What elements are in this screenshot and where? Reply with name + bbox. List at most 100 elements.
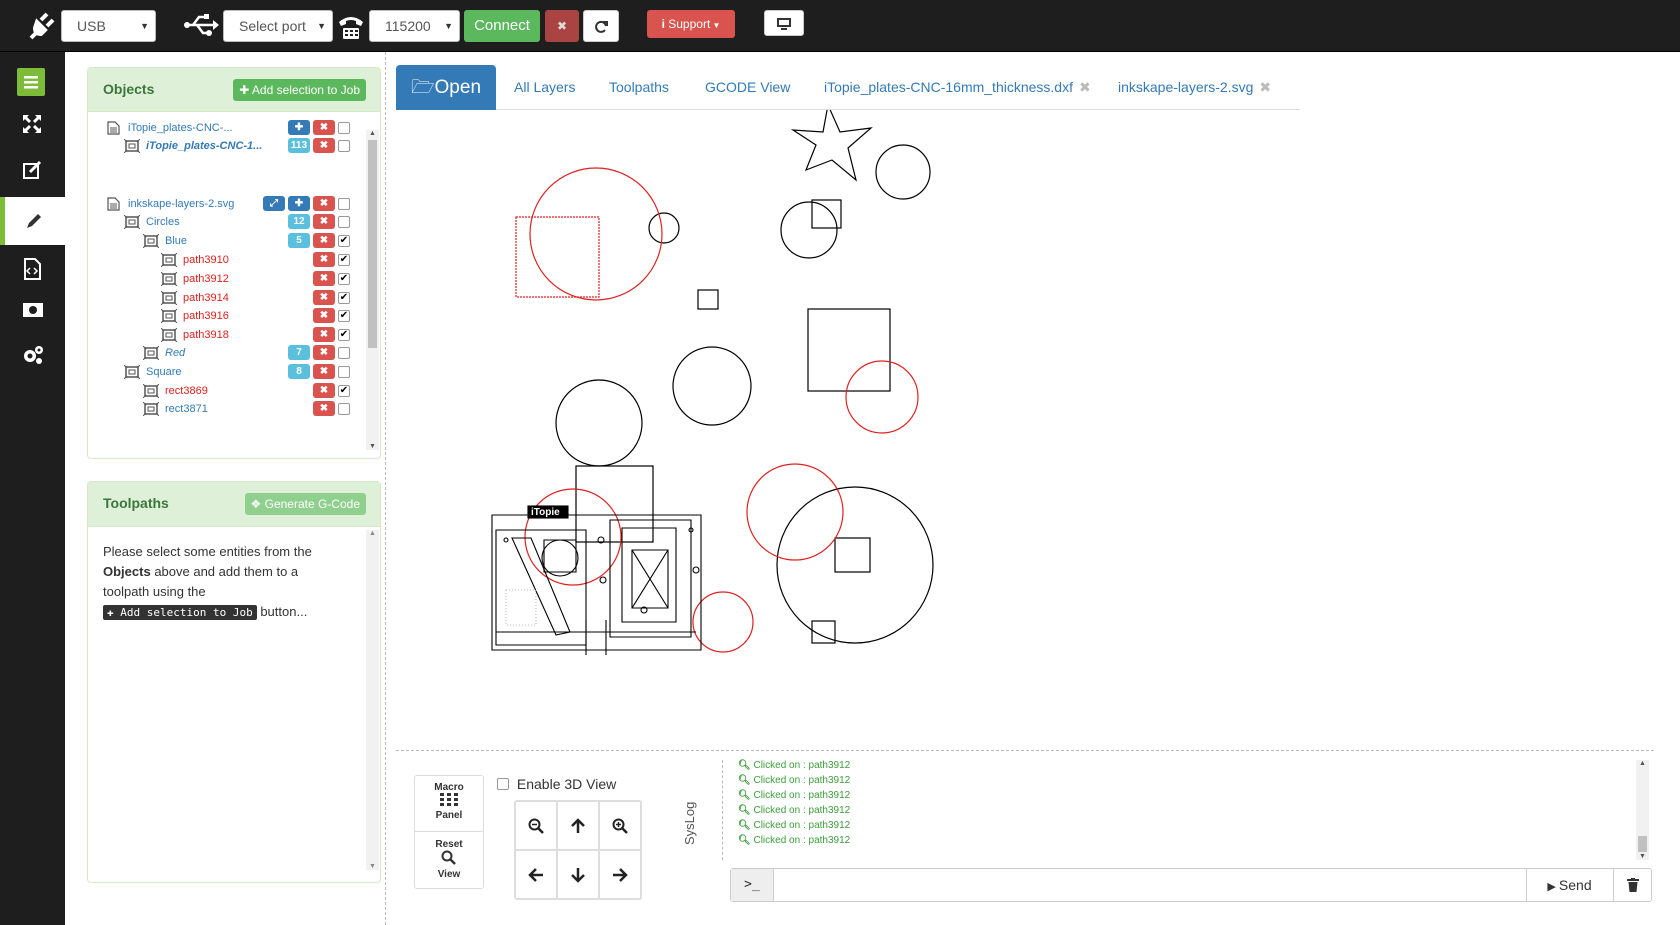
enable-3d-checkbox[interactable] [497,778,509,790]
square-shape[interactable] [807,308,891,392]
scroll-down-icon[interactable]: ▼ [1639,853,1646,860]
nav-menu[interactable] [0,60,65,104]
tree-row[interactable]: path3918✖✔ [88,325,365,345]
delete-icon[interactable]: ✖ [313,233,335,248]
support-button[interactable]: i Support ▼ [647,10,735,38]
tree-row[interactable]: rect3869✖✔ [88,381,365,401]
select-checkbox[interactable] [338,403,350,415]
delete-icon[interactable]: ✖ [313,401,335,416]
tree-row[interactable]: path3912✖✔ [88,269,365,289]
delete-icon[interactable]: ✖ [313,345,335,360]
star-shape[interactable] [790,110,873,182]
baud-select[interactable]: 115200▼ [369,10,460,42]
scroll-up-icon[interactable]: ▲ [1639,760,1646,767]
delete-icon[interactable]: ✖ [313,290,335,305]
delete-icon[interactable]: ✖ [313,308,335,323]
scroll-down-icon[interactable]: ▼ [369,863,376,870]
tree-row[interactable]: path3916✖✔ [88,306,365,326]
tree-row[interactable]: path3910✖✔ [88,250,365,270]
delete-icon[interactable]: ✖ [313,383,335,398]
circle-shape[interactable] [875,144,931,200]
select-checkbox[interactable] [338,366,350,378]
command-input[interactable] [775,869,1525,901]
circle-shape[interactable] [672,346,752,426]
monitor-button[interactable] [764,10,804,36]
nav-settings[interactable] [0,332,65,376]
move-icon[interactable]: ✚ [288,120,310,135]
close-icon[interactable]: ✖ [1259,79,1272,95]
refresh-button[interactable] [583,10,619,42]
nav-gcode-file[interactable] [0,246,65,290]
select-checkbox[interactable]: ✔ [338,254,350,266]
move-icon[interactable]: ✚ [288,196,310,211]
red-circle-shape[interactable] [692,591,754,653]
nav-edit[interactable] [0,148,65,192]
select-checkbox[interactable] [338,347,350,359]
red-circle-shape[interactable] [529,167,663,301]
disconnect-button[interactable]: ✖ [545,10,579,42]
circle-shape[interactable] [555,379,643,467]
tab-file-svg[interactable]: inkskape-layers-2.svg✖ [1118,79,1271,96]
macro-panel-button[interactable]: Macro Panel [415,776,483,832]
tab-all-layers[interactable]: All Layers [514,79,576,95]
select-checkbox[interactable]: ✔ [338,273,350,285]
select-checkbox[interactable]: ✔ [338,329,350,341]
expand-icon[interactable]: ⤢ [263,196,285,211]
select-checkbox[interactable] [338,140,350,152]
delete-icon[interactable]: ✖ [313,252,335,267]
delete-icon[interactable]: ✖ [313,364,335,379]
select-checkbox[interactable]: ✔ [338,310,350,322]
zoom-in-button[interactable] [599,801,641,850]
tab-file-dxf[interactable]: iTopie_plates-CNC-16mm_thickness.dxf✖ [824,79,1091,96]
scroll-up-icon[interactable]: ▲ [369,530,376,537]
red-circle-shape[interactable] [845,360,919,434]
red-circle-shape[interactable] [746,463,844,561]
circle-shape[interactable] [648,212,680,244]
scroll-down-icon[interactable]: ▼ [369,443,376,450]
tree-row[interactable]: rect3871✖ [88,399,365,419]
select-checkbox[interactable]: ✔ [338,235,350,247]
connection-type-select[interactable]: USB▼ [61,10,156,42]
reset-view-button[interactable]: Reset View [415,833,483,889]
select-checkbox[interactable] [338,198,350,210]
pan-down-button[interactable] [557,850,599,899]
circle-shape[interactable] [776,486,934,644]
select-checkbox[interactable]: ✔ [338,292,350,304]
nav-cost[interactable] [0,290,65,334]
select-checkbox[interactable] [338,216,350,228]
square-shape[interactable] [575,465,654,543]
clear-log-button[interactable] [1613,869,1651,901]
scroll-up-icon[interactable]: ▲ [369,130,376,137]
panel-divider[interactable] [385,52,386,925]
circle-shape[interactable] [780,201,838,259]
pan-left-button[interactable] [515,850,557,899]
delete-icon[interactable]: ✖ [313,271,335,286]
send-button[interactable]: ▶ Send [1526,869,1612,901]
delete-icon[interactable]: ✖ [313,138,335,153]
red-square-shape[interactable] [515,216,600,298]
nav-fullscreen[interactable] [0,102,65,146]
nav-cam[interactable] [0,197,65,245]
drawing-canvas[interactable]: iTopie [396,110,1656,750]
tree-row[interactable]: path3914✖✔ [88,288,365,308]
tab-gcode-view[interactable]: GCODE View [705,79,791,95]
open-button[interactable]: 🗁Open [396,65,496,110]
cnc-plate-drawing[interactable]: iTopie [491,505,702,655]
square-shape[interactable] [697,289,719,310]
pan-right-button[interactable] [599,850,641,899]
tab-toolpaths[interactable]: Toolpaths [609,79,669,95]
connect-button[interactable]: Connect [464,10,540,42]
red-circle-shape[interactable] [524,488,622,586]
bottom-panel-divider[interactable] [396,750,1654,751]
enable-3d-toggle[interactable]: Enable 3D View [497,776,616,792]
objects-scrollbar[interactable]: ▲ ▼ [366,130,379,450]
square-shape[interactable] [834,537,871,573]
select-checkbox[interactable] [338,122,350,134]
pan-up-button[interactable] [557,801,599,850]
tree-row[interactable]: inkskape-layers-2.svg⤢✚✖ [88,194,365,214]
delete-icon[interactable]: ✖ [313,196,335,211]
